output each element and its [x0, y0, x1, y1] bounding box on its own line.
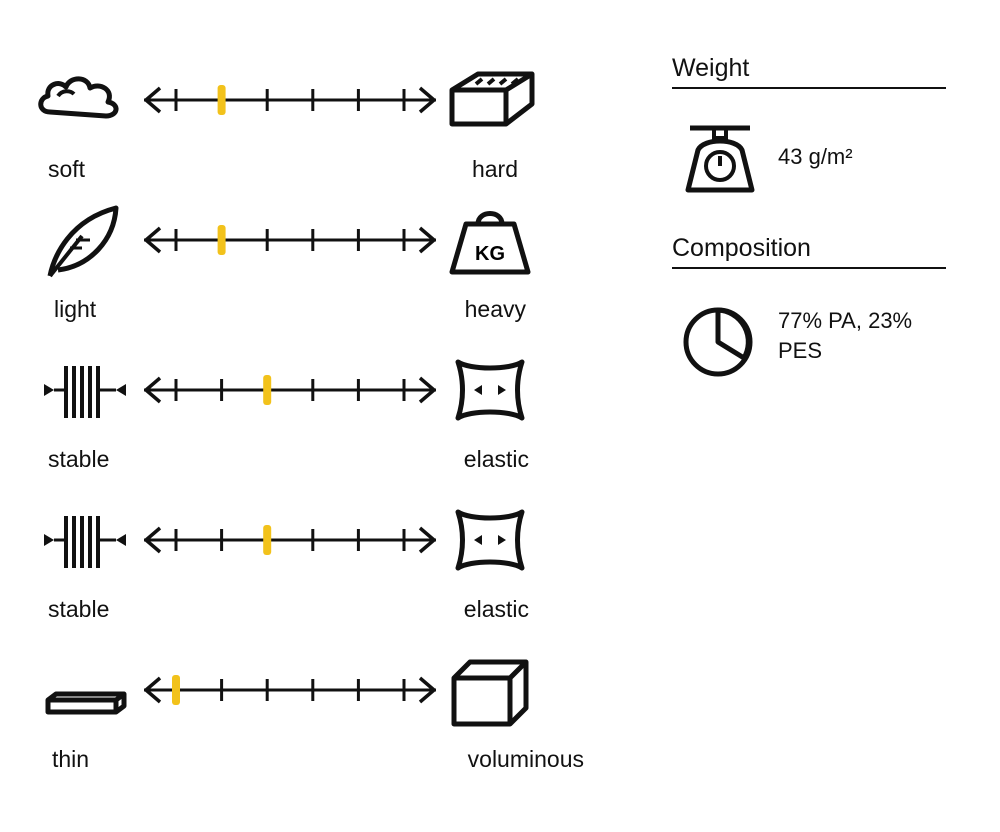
label-hard: hard — [471, 156, 518, 182]
arrow-right-icon — [418, 676, 436, 704]
weight-icon: KG — [440, 200, 540, 280]
scale-track — [140, 650, 440, 730]
weight-icon-text: KG — [475, 243, 505, 265]
info-panel: Weight 43 g/m² Composition 77% PA, 23% P… — [672, 0, 952, 832]
scale-track — [140, 500, 440, 580]
compressed-lines-icon — [30, 350, 130, 430]
pie-chart-icon — [678, 300, 758, 380]
arrow-left-icon — [144, 526, 162, 554]
weight-divider — [672, 87, 946, 89]
arrow-left-icon — [144, 226, 162, 254]
label-stable: stable — [48, 446, 110, 472]
composition-divider — [672, 267, 946, 269]
scale-track — [140, 200, 440, 280]
scale-marker — [217, 225, 226, 255]
composition-title: Composition — [672, 234, 811, 262]
scale-track — [140, 60, 440, 140]
scale-marker — [263, 375, 272, 405]
composition-value: 77% PA, 23% PES — [778, 308, 913, 363]
cloud-icon — [30, 60, 130, 140]
arrow-left-icon — [144, 376, 162, 404]
label-light: light — [54, 296, 97, 322]
compressed-lines-icon — [30, 500, 130, 580]
label-elastic: elastic — [463, 596, 529, 622]
scale-icon — [680, 120, 760, 200]
label-elastic: elastic — [463, 446, 529, 472]
arrow-right-icon — [418, 376, 436, 404]
brick-icon — [440, 60, 540, 140]
arrow-right-icon — [418, 226, 436, 254]
label-heavy: heavy — [464, 296, 526, 322]
scale-marker — [263, 525, 272, 555]
arrow-left-icon — [144, 86, 162, 114]
feather-icon — [30, 200, 130, 280]
scale-row-stable-elastic-1: stable elastic — [0, 350, 640, 500]
label-thin: thin — [52, 746, 90, 772]
label-voluminous: voluminous — [467, 746, 584, 772]
arrow-right-icon — [418, 86, 436, 114]
scale-row-stable-elastic-2: stable elastic — [0, 500, 640, 650]
arrow-left-icon — [144, 676, 162, 704]
properties-scales: soft hard KG light heavy — [0, 60, 640, 800]
weight-value: 43 g/m² — [778, 144, 853, 169]
flat-box-icon — [30, 650, 130, 730]
stretch-icon — [440, 350, 540, 430]
scale-row-light-heavy: KG light heavy — [0, 200, 640, 350]
label-soft: soft — [48, 156, 86, 182]
scale-row-thin-voluminous: thin voluminous — [0, 650, 640, 800]
scale-row-soft-hard: soft hard — [0, 60, 640, 210]
weight-title: Weight — [672, 54, 750, 82]
arrow-right-icon — [418, 526, 436, 554]
cube-icon — [440, 650, 540, 730]
scale-marker — [217, 85, 226, 115]
scale-marker — [172, 675, 180, 705]
scale-track — [140, 350, 440, 430]
label-stable: stable — [48, 596, 110, 622]
stretch-icon — [440, 500, 540, 580]
